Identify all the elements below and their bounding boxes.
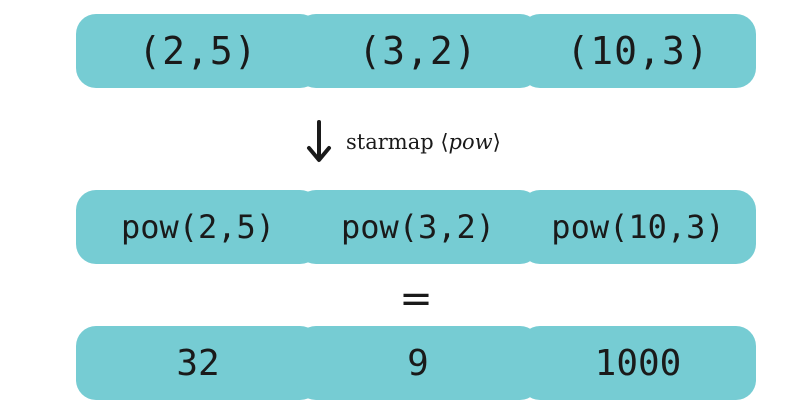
open-angle-bracket: ⟨ [440,130,449,154]
input-tuples-row: (2,5) (10,3) (3,2) [76,14,756,88]
result-cell: 32 [76,326,320,400]
operation-label: starmap ⟨pow⟩ [346,130,501,154]
result-cell: 1000 [520,326,756,400]
function-call-cell: pow(2,5) [76,190,320,264]
close-angle-bracket: ⟩ [492,130,501,154]
results-row: 32 1000 9 [76,326,756,400]
function-name: pow [448,130,493,154]
function-call-cell: pow(3,2) [296,190,540,264]
down-arrow-icon [307,120,331,162]
function-calls-row: pow(2,5) pow(10,3) pow(3,2) [76,190,756,264]
input-tuple-cell: (3,2) [296,14,540,88]
starmap-operation: starmap ⟨pow⟩ [304,118,501,166]
result-cell: 9 [296,326,540,400]
input-tuple-cell: (2,5) [76,14,320,88]
input-tuple-cell: (10,3) [520,14,756,88]
equals-sign: = [399,276,433,322]
function-call-cell: pow(10,3) [520,190,756,264]
operation-name: starmap [346,130,434,154]
